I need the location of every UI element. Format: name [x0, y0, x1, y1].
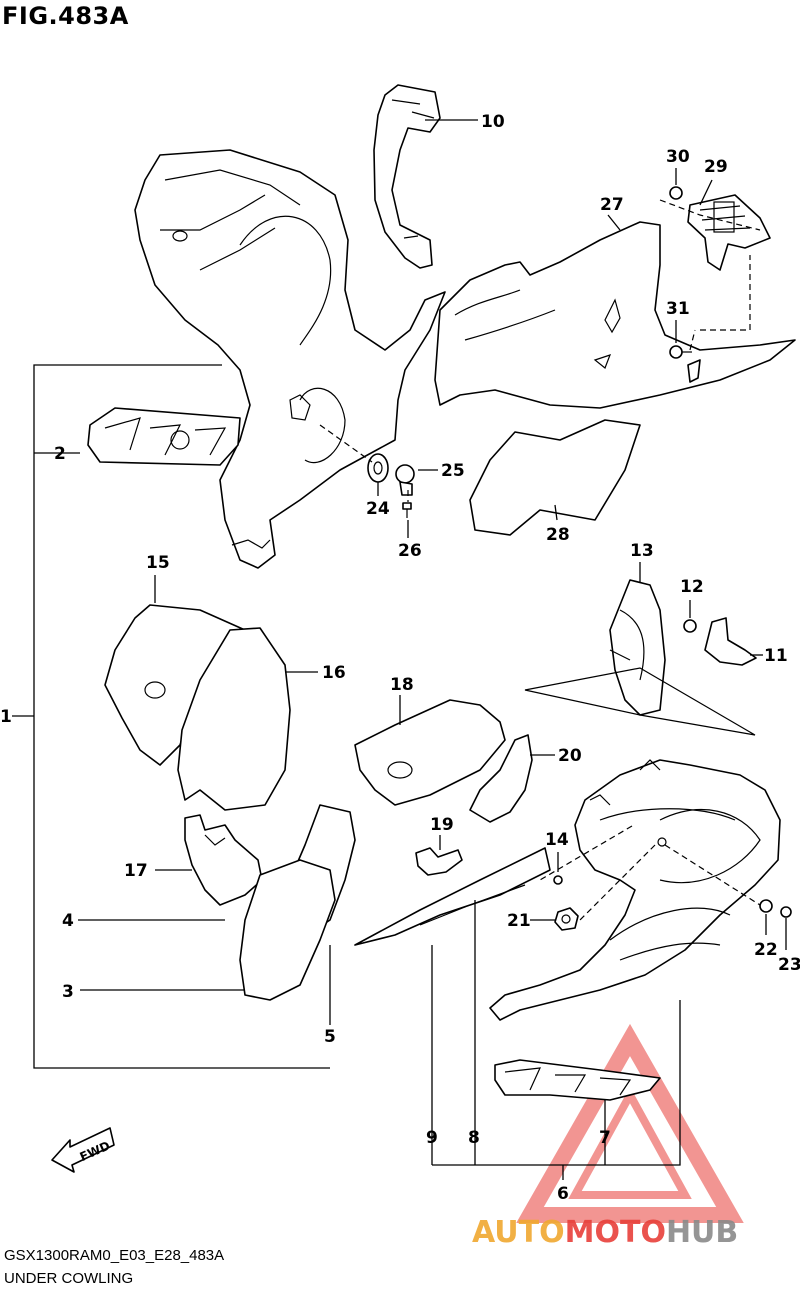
footer-name: UNDER COWLING [4, 1270, 134, 1287]
callout-1: 1 [0, 707, 12, 727]
part-26-screw [402, 502, 412, 518]
part-3-panel [239, 859, 336, 1001]
part-28-gasket [469, 419, 641, 536]
callout-10: 10 [481, 112, 505, 132]
part-22-washer [759, 899, 773, 913]
callout-12: 12 [680, 577, 704, 597]
part-2-decal [87, 407, 241, 466]
footer-code: GSX1300RAM0_E03_E28_483A [4, 1247, 225, 1264]
part-31-screw [669, 345, 701, 383]
callout-7: 7 [599, 1128, 611, 1148]
part-29-bracket [687, 194, 771, 271]
part-20-panel [469, 734, 533, 823]
watermark-auto: AUTO [472, 1215, 565, 1250]
callout-20: 20 [558, 746, 582, 766]
part-7-decal [494, 1059, 661, 1101]
part-19-clip [415, 847, 463, 876]
part-21-nut [554, 907, 579, 931]
callout-27: 27 [600, 195, 624, 215]
watermark-text: AUTOMOTOHUB [472, 1215, 738, 1250]
part-8-sheet [354, 847, 551, 946]
part-6-lower-cowling [489, 759, 781, 1021]
callout-21: 21 [507, 911, 531, 931]
callout-22: 22 [754, 940, 778, 960]
part-13-cover [609, 579, 666, 716]
part-18-panel [354, 699, 506, 806]
callout-23: 23 [778, 955, 800, 975]
part-10-duct [373, 84, 441, 269]
callout-31: 31 [666, 299, 690, 319]
callout-11: 11 [764, 646, 788, 666]
figure-title: FIG.483A [2, 2, 129, 30]
callout-8: 8 [468, 1128, 480, 1148]
callout-2: 2 [54, 444, 66, 464]
dashed-reference-lines [319, 199, 761, 921]
callout-3: 3 [62, 982, 74, 1002]
callout-13: 13 [630, 541, 654, 561]
callout-30: 30 [666, 147, 690, 167]
callout-16: 16 [322, 663, 346, 683]
callout-9: 9 [426, 1128, 438, 1148]
callout-14: 14 [545, 830, 569, 850]
part-17-bracket [184, 814, 263, 906]
part-23-screw [780, 906, 792, 918]
part-12-screw [683, 619, 697, 633]
watermark-moto: MOTO [565, 1215, 666, 1250]
callout-29: 29 [704, 157, 728, 177]
callout-6: 6 [557, 1184, 569, 1204]
watermark-hub: HUB [666, 1215, 738, 1250]
callout-26: 26 [398, 541, 422, 561]
part-27-side-cowling [434, 221, 796, 409]
svg-text:AUTOMOTOHUB: AUTOMOTOHUB [472, 1215, 738, 1250]
part-1-inner-cowling [134, 149, 446, 569]
callout-4: 4 [62, 911, 74, 931]
callout-5: 5 [324, 1027, 336, 1047]
callout-17: 17 [124, 861, 148, 881]
callout-18: 18 [390, 675, 414, 695]
part-30-screw [669, 186, 683, 200]
callout-25: 25 [441, 461, 465, 481]
callout-19: 19 [430, 815, 454, 835]
callout-28: 28 [546, 525, 570, 545]
part-16-panel [177, 627, 291, 811]
callout-24: 24 [366, 499, 390, 519]
part-11-bracket [704, 617, 757, 666]
callout-labels: 1 2 3 4 5 6 7 8 9 10 11 12 13 14 15 16 1… [0, 112, 800, 1204]
part-24-grommet [367, 453, 389, 483]
leader-lines [12, 119, 787, 1180]
part-14-screw [553, 875, 563, 885]
callout-15: 15 [146, 553, 170, 573]
fwd-arrow-icon: FWD [51, 1127, 115, 1173]
part-25-clamp [395, 464, 415, 496]
